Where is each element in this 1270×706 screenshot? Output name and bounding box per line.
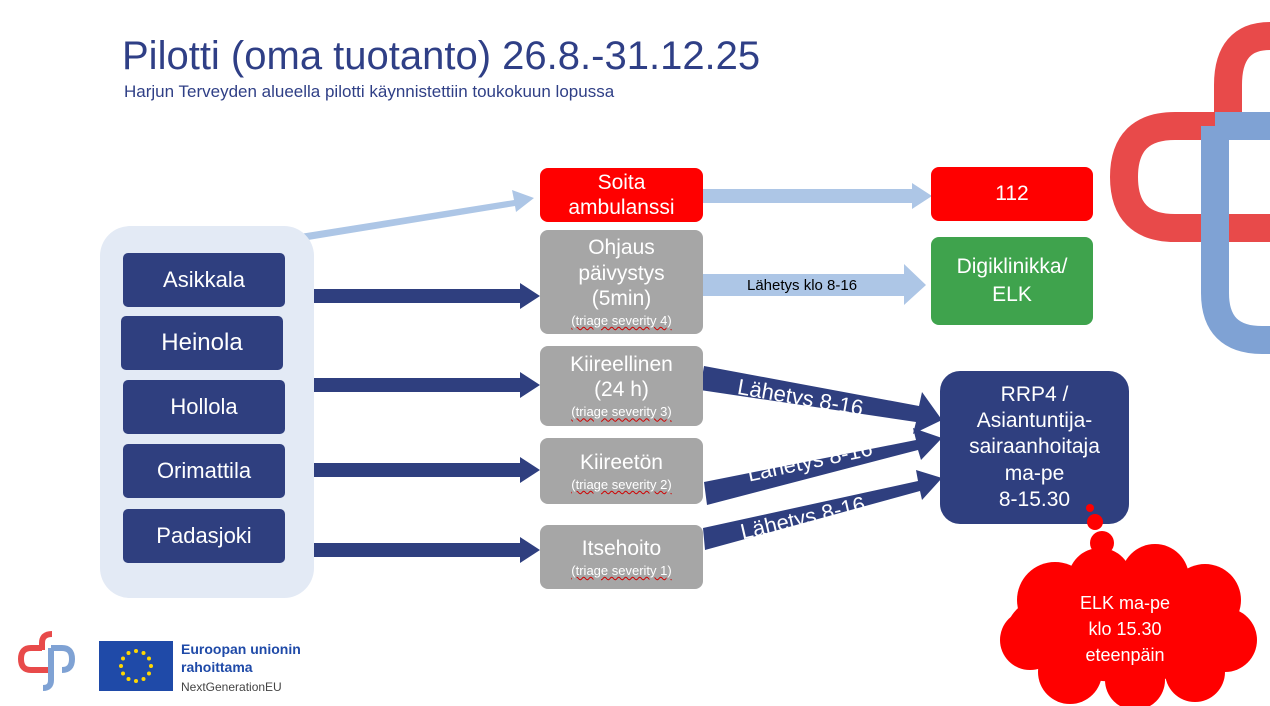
triage-note: (triage severity 4): [571, 312, 672, 328]
cloud-line: eteenpäin: [1085, 645, 1165, 666]
arrow-to-digiclinic: [703, 264, 926, 305]
eu-star-icon: [134, 649, 138, 653]
box-kiireeton: Kiireetön (triage severity 2): [540, 438, 703, 504]
eu-star-icon: [119, 664, 123, 668]
eu-star-icon: [126, 651, 131, 656]
slide-subtitle: Harjun Terveyden alueella pilotti käynni…: [124, 82, 615, 101]
municipality-orimattila: Orimattila: [123, 444, 285, 498]
box-line: RRP4 /: [1000, 382, 1069, 406]
arrow-to-itsehoito: [314, 537, 540, 563]
eu-flag-icon: [99, 641, 173, 691]
arrow-kiireellinen-to-rrp4: [700, 366, 942, 434]
eu-star-icon: [126, 676, 131, 681]
box-line: Kiireetön: [580, 450, 663, 474]
arrow-to-kiireeton: [314, 457, 540, 483]
eu-star-icon: [121, 656, 126, 661]
eu-star-icon: [134, 679, 138, 683]
box-line: Itsehoito: [581, 536, 662, 560]
box-ohjaus-paivystys: Ohjaus päivystys (5min) (triage severity…: [540, 230, 703, 334]
arrow-kiireeton-to-rrp4: [704, 428, 942, 505]
box-soita-ambulanssi: Soita ambulanssi: [540, 168, 703, 222]
box-line: sairaanhoitaja: [969, 435, 1100, 459]
arrow-to-ohjaus: [314, 283, 540, 309]
funding-line-2: rahoittama: [181, 659, 253, 675]
eu-star-icon: [121, 671, 126, 676]
arrow-label-digiclinic: Lähetys klo 8-16: [747, 277, 858, 294]
cloud-line: ELK ma-pe: [1079, 593, 1171, 613]
box-line: ELK: [992, 283, 1032, 306]
municipality-padasjoki: Padasjoki: [123, 509, 285, 563]
funding-line-1: Euroopan unionin: [181, 641, 301, 657]
box-line: Kiireellinen: [570, 353, 673, 377]
box-line: ambulanssi: [568, 196, 675, 219]
arrow-itsehoito-to-rrp4: [703, 470, 942, 550]
box-line: Digiklinikka/: [956, 254, 1068, 278]
municipality-hollola: Hollola: [123, 380, 285, 434]
box-line: ma-pe: [1004, 461, 1065, 485]
municipality-asikkala: Asikkala: [123, 253, 285, 307]
arrow-to-kiireellinen: [314, 372, 540, 398]
eu-star-icon: [146, 656, 151, 661]
box-rrp4: RRP4 / Asiantuntija- sairaanhoitaja ma-p…: [940, 371, 1129, 524]
box-line: päivystys: [578, 261, 665, 285]
box-line: Ohjaus: [588, 236, 655, 260]
box-line: Soita: [597, 170, 646, 194]
arrow-to-ambulance: [300, 190, 534, 241]
harju-logo-small-icon: [17, 631, 76, 691]
triage-note: (triage severity 3): [571, 404, 672, 420]
box-line: 8-15.30: [998, 487, 1071, 511]
slide-title: Pilotti (oma tuotanto) 26.8.-31.12.25: [122, 34, 761, 78]
arrow-ambulance-to-112: [703, 183, 932, 209]
cloud-line: klo 15.30: [1088, 619, 1162, 640]
cloud-text: ELK ma-pe klo 15.30 eteenpäin: [1000, 590, 1250, 668]
box-itsehoito: Itsehoito (triage severity 1): [540, 525, 703, 589]
funding-line-3: NextGenerationEU: [181, 680, 282, 694]
eu-star-icon: [141, 676, 146, 681]
triage-note: (triage severity 1): [571, 562, 672, 578]
eu-star-icon: [141, 651, 146, 656]
box-line: (24 h): [594, 378, 649, 402]
box-line: (5min): [591, 286, 652, 310]
eu-star-icon: [146, 671, 151, 676]
box-line: 112: [995, 182, 1029, 206]
municipality-heinola: Heinola: [121, 316, 283, 370]
triage-note: (triage severity 2): [571, 476, 672, 492]
box-kiireellinen: Kiireellinen (24 h) (triage severity 3): [540, 346, 703, 426]
box-112: 112: [931, 167, 1093, 221]
box-digiklinikka: Digiklinikka/ ELK: [931, 237, 1093, 325]
eu-star-icon: [149, 664, 153, 668]
box-line: Asiantuntija-: [976, 409, 1093, 433]
